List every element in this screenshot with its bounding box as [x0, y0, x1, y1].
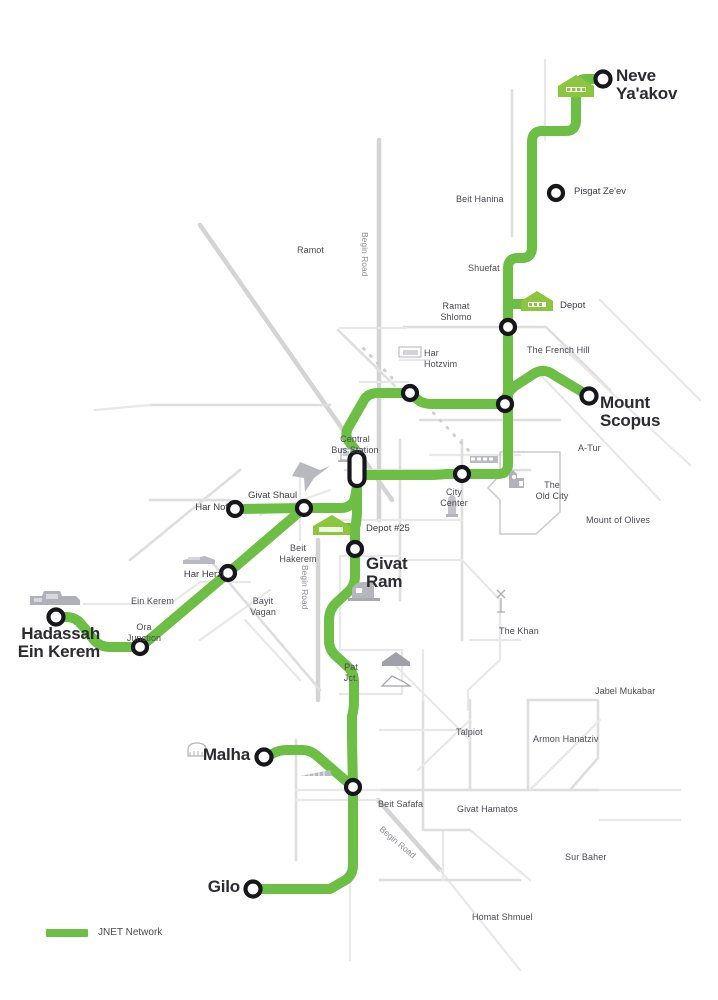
- neve-yaakov-depot-icon: [558, 75, 594, 97]
- givat-ram-icon: [348, 582, 380, 601]
- line-mount-scopus: [500, 365, 594, 409]
- line-hotzvim-to-cbs: [341, 388, 415, 457]
- line-shuefat-depot: [503, 242, 537, 398]
- road-label-begin-road-north: Begin Road: [360, 232, 370, 277]
- line-har-herzl-ora: [135, 568, 233, 652]
- line-ora-hadassah: [51, 612, 145, 652]
- malha-train-icon: [300, 770, 332, 776]
- station-malha-jct: [343, 777, 363, 797]
- label-pisgat-zeev: Pisgat Ze'ev: [574, 186, 626, 197]
- terminus-label-neve-yaakov: Neve Ya'akov: [616, 66, 678, 103]
- planned-line: [358, 343, 472, 454]
- station-french-hill: [495, 394, 515, 414]
- light-rail-icon: [470, 456, 498, 463]
- station-depot-jct: [498, 317, 518, 337]
- station-har-hotzvim-jct: [400, 383, 420, 403]
- terminus-label-givat-ram: Givat Ram: [366, 554, 408, 591]
- station-neve-yaakov: [593, 69, 613, 89]
- line-french-hill-west: [405, 388, 510, 409]
- station-markers[interactable]: [46, 69, 613, 899]
- windmill-icon: [496, 589, 506, 613]
- legend-label: JNET Network: [98, 927, 163, 938]
- station-malha: [254, 747, 274, 767]
- station-hadassah-ein-kerem: [46, 607, 66, 627]
- road-network: [82, 58, 702, 972]
- line-cbs-to-city-center: [352, 469, 467, 480]
- line-givat-shaul-har-herzl: [223, 503, 309, 578]
- depot-25-icon: [313, 515, 350, 535]
- terminus-label-hadassah-ein-kerem: Hadassah Ein Kerem: [17, 624, 100, 661]
- old-city-icon: [509, 470, 524, 488]
- terminus-label-mount-scopus: Mount Scopus: [600, 393, 661, 430]
- har-herzl-icon: [183, 556, 215, 564]
- station-givat-shaul: [294, 498, 314, 518]
- har-hotzvim-icon: [398, 346, 422, 358]
- station-har-herzl: [218, 563, 238, 583]
- label-depot: Depot: [560, 300, 586, 311]
- airport-icon: [292, 462, 330, 492]
- line-har-nof-givat-shaul: [230, 503, 309, 514]
- label-givat-shaul: Givat Shaul: [248, 490, 298, 501]
- station-har-nof: [225, 499, 245, 519]
- malha-icon: [187, 742, 207, 757]
- label-depot-25: Depot #25: [366, 523, 410, 534]
- label-har-nof: Har Nof: [195, 502, 228, 513]
- line-cbs-to-givat-ram: [350, 481, 362, 554]
- city-center-icon: [446, 495, 458, 517]
- map-legend: JNET Network: [46, 927, 162, 938]
- pat-icon-1: [382, 652, 410, 666]
- hadassah-icon: [30, 591, 80, 605]
- terminus-label-malha: Malha: [202, 745, 250, 764]
- station-pisgat-zeev: [546, 183, 566, 203]
- pat-icon-2: [380, 675, 412, 687]
- line-givat-ram-south: [324, 544, 360, 745]
- station-city-center: [452, 464, 472, 484]
- station-central-bus-station: [347, 449, 367, 489]
- label-har-herzl: Har Herzl: [183, 569, 224, 580]
- poi-icons: [30, 75, 594, 776]
- line-city-center-east: [457, 399, 513, 479]
- line-malha-jct-gilo: [248, 782, 358, 894]
- station-gilo: [243, 879, 263, 899]
- legend-color-swatch: [46, 928, 88, 937]
- terminus-label-gilo: Gilo: [207, 877, 240, 896]
- road-label-begin-road-central: Begin Road: [300, 565, 310, 610]
- station-givat-ram: [345, 539, 365, 559]
- line-malha-branch: [259, 745, 358, 792]
- line-neve-yaakov-north: [527, 74, 608, 252]
- station-ora-junction: [130, 637, 150, 657]
- north-depot-icon: [521, 291, 553, 311]
- station-mount-scopus: [579, 386, 599, 406]
